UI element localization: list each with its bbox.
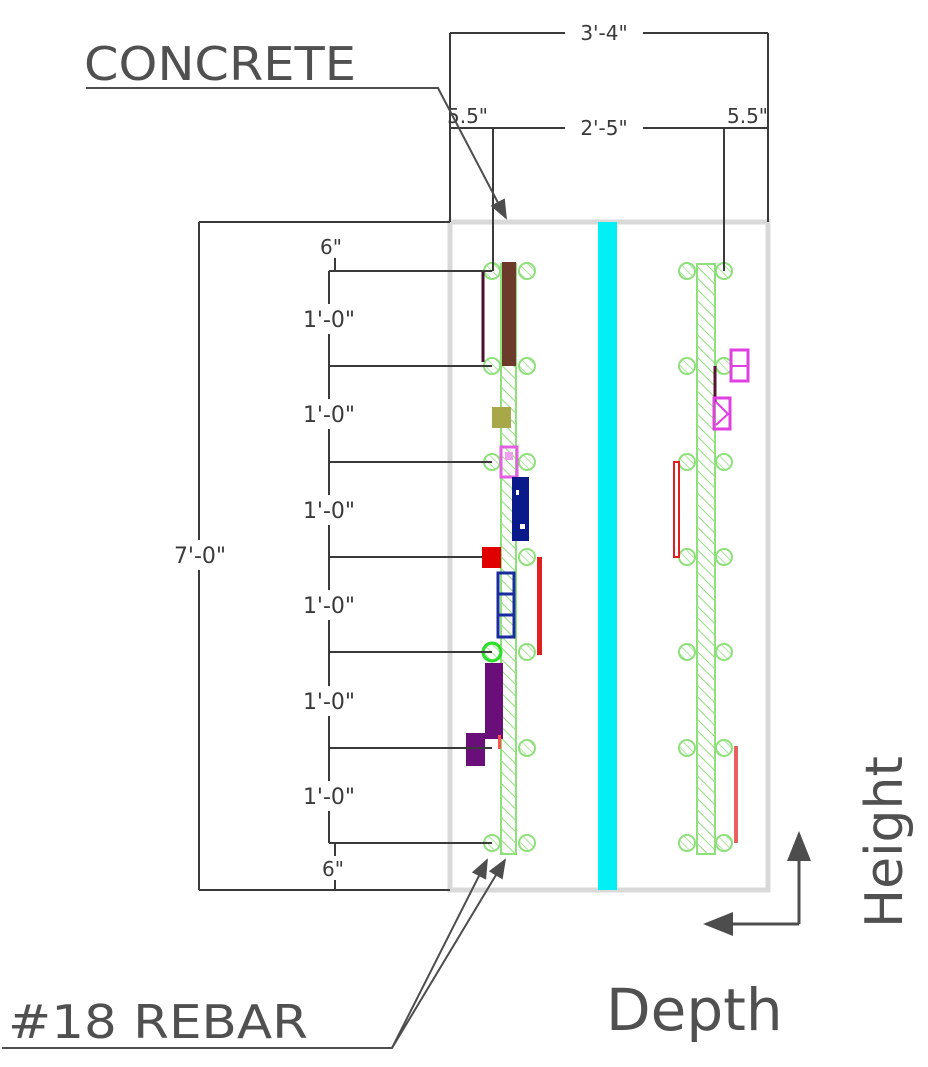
concrete-leader xyxy=(86,87,507,220)
left-rebar-circles xyxy=(483,262,536,852)
dim-spacing-5: 1'-0" xyxy=(303,690,355,715)
dim-spacing-4: 1'-0" xyxy=(303,594,355,619)
dim-spacing-3: 1'-0" xyxy=(303,499,355,524)
dim-bottom-cover: 6" xyxy=(322,857,344,881)
rebar-leader-2 xyxy=(391,858,507,1049)
right-rebar-strip xyxy=(696,263,716,855)
dim-inner-width: 2'-5" xyxy=(580,116,627,140)
dim-overall-width: 3'-4" xyxy=(580,21,627,45)
dim-top-cover: 6" xyxy=(320,235,342,259)
rebar-label: #18 REBAR xyxy=(8,995,308,1049)
dim-overall-height: 7'-0" xyxy=(174,544,226,569)
dim-cover-left: 5.5" xyxy=(447,104,488,128)
dim-cover-right: 5.5" xyxy=(727,104,768,128)
markup-blocks-right xyxy=(673,348,750,843)
height-label: Height xyxy=(855,756,915,928)
dim-spacing-6: 1'-0" xyxy=(303,785,355,810)
dim-spacing-2: 1'-0" xyxy=(303,403,355,428)
dim-spacing-1: 1'-0" xyxy=(303,308,355,333)
axis-indicator xyxy=(703,831,811,936)
left-dimensions xyxy=(198,221,492,891)
center-strip xyxy=(598,222,617,890)
markup-blocks-left xyxy=(466,262,542,766)
concrete-label: CONCRETE xyxy=(84,37,356,91)
depth-label: Depth xyxy=(606,976,783,1044)
